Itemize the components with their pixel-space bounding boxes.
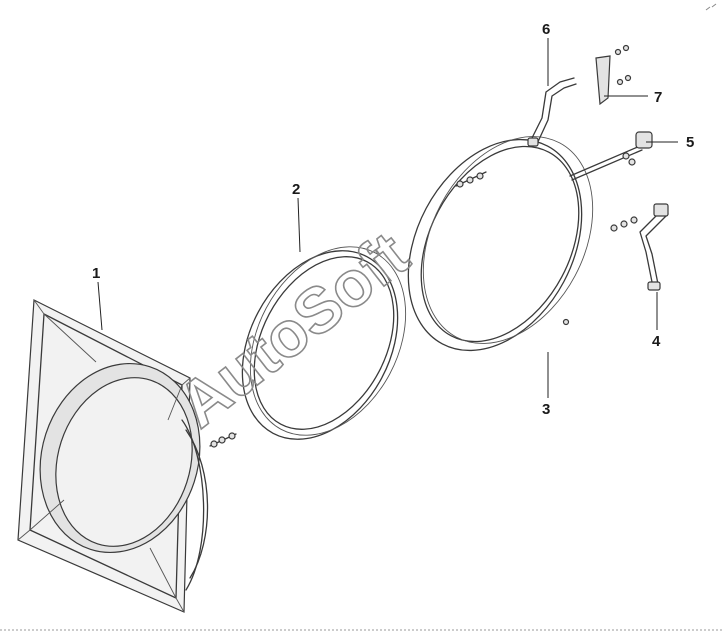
callout-4: 4 [652,333,661,350]
callout-1: 1 [92,265,100,282]
straight-rod [569,131,653,181]
watermark-text: AutoSoft [164,218,421,441]
callout-5: 5 [686,134,694,151]
fan-shroud [17,299,237,613]
corner-mark [705,3,717,11]
clip-bracket [595,44,632,106]
ring-bolt [455,171,487,188]
fan-ring-flange [407,136,594,352]
leader-lines [97,38,678,398]
shroud-bolt [209,432,237,448]
callout-7: 7 [654,89,662,106]
callout-2: 2 [292,181,300,198]
bent-bracket-rod [610,203,669,291]
callout-6: 6 [542,21,550,38]
callout-3: 3 [542,401,550,418]
shroud-ring [241,246,407,440]
bent-pipe [527,77,577,147]
